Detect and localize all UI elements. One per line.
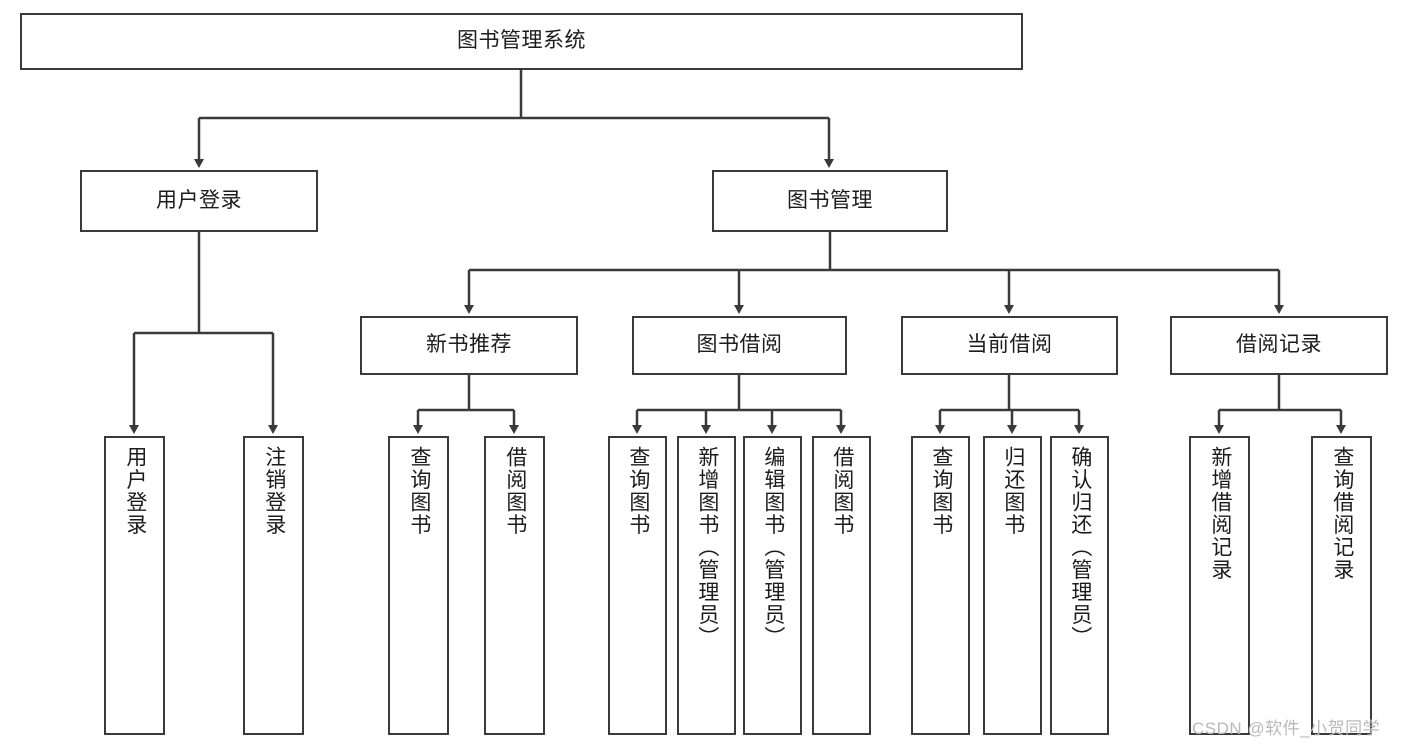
node-label: 新书推荐 xyxy=(426,333,512,357)
node-label: 查询图书 xyxy=(407,446,431,536)
node-leaf-borrow-book-2[interactable]: 借阅图书 xyxy=(812,436,871,735)
node-label: 查询图书 xyxy=(929,446,953,536)
watermark: CSDN @软件_小贺同学 xyxy=(1192,719,1381,738)
node-label: 借阅图书 xyxy=(830,446,854,536)
node-label: 查询借阅记录 xyxy=(1330,446,1354,581)
node-leaf-return-book[interactable]: 归还图书 xyxy=(983,436,1042,735)
node-new-book-rec[interactable]: 新书推荐 xyxy=(360,316,578,375)
node-borrow-record[interactable]: 借阅记录 xyxy=(1170,316,1388,375)
node-label: 用户登录 xyxy=(156,188,242,212)
node-label: 借阅图书 xyxy=(503,446,527,536)
node-label: 新增借阅记录 xyxy=(1208,446,1232,581)
node-label: 归还图书 xyxy=(1001,446,1025,536)
node-root[interactable]: 图书管理系统 xyxy=(20,13,1023,70)
node-leaf-user-logout[interactable]: 注销登录 xyxy=(243,436,304,735)
node-label: 图书管理系统 xyxy=(457,29,586,53)
node-leaf-add-book[interactable]: 新增图书（管理员） xyxy=(677,436,736,735)
node-label: 确认归还（管理员） xyxy=(1068,446,1092,649)
node-label: 借阅记录 xyxy=(1236,333,1322,357)
node-leaf-query-book-2[interactable]: 查询图书 xyxy=(608,436,667,735)
node-label: 新增图书（管理员） xyxy=(695,446,719,649)
node-label: 注销登录 xyxy=(262,446,286,536)
node-leaf-query-book-1[interactable]: 查询图书 xyxy=(388,436,449,735)
node-leaf-query-book-3[interactable]: 查询图书 xyxy=(911,436,970,735)
node-label: 用户登录 xyxy=(123,446,147,536)
node-label: 图书管理 xyxy=(787,188,873,212)
node-label: 当前借阅 xyxy=(966,333,1053,357)
node-label: 图书借阅 xyxy=(696,333,783,357)
node-leaf-confirm-return[interactable]: 确认归还（管理员） xyxy=(1050,436,1109,735)
node-leaf-user-login[interactable]: 用户登录 xyxy=(104,436,165,735)
node-label: 查询图书 xyxy=(626,446,650,536)
node-book-borrow[interactable]: 图书借阅 xyxy=(632,316,847,375)
node-book-manage[interactable]: 图书管理 xyxy=(712,170,948,232)
node-leaf-edit-book[interactable]: 编辑图书（管理员） xyxy=(743,436,802,735)
node-leaf-borrow-book-1[interactable]: 借阅图书 xyxy=(484,436,545,735)
node-label: 编辑图书（管理员） xyxy=(761,446,785,649)
node-current-borrow[interactable]: 当前借阅 xyxy=(901,316,1118,375)
node-leaf-query-record[interactable]: 查询借阅记录 xyxy=(1311,436,1372,735)
node-user-login[interactable]: 用户登录 xyxy=(80,170,318,232)
node-leaf-add-record[interactable]: 新增借阅记录 xyxy=(1189,436,1250,735)
